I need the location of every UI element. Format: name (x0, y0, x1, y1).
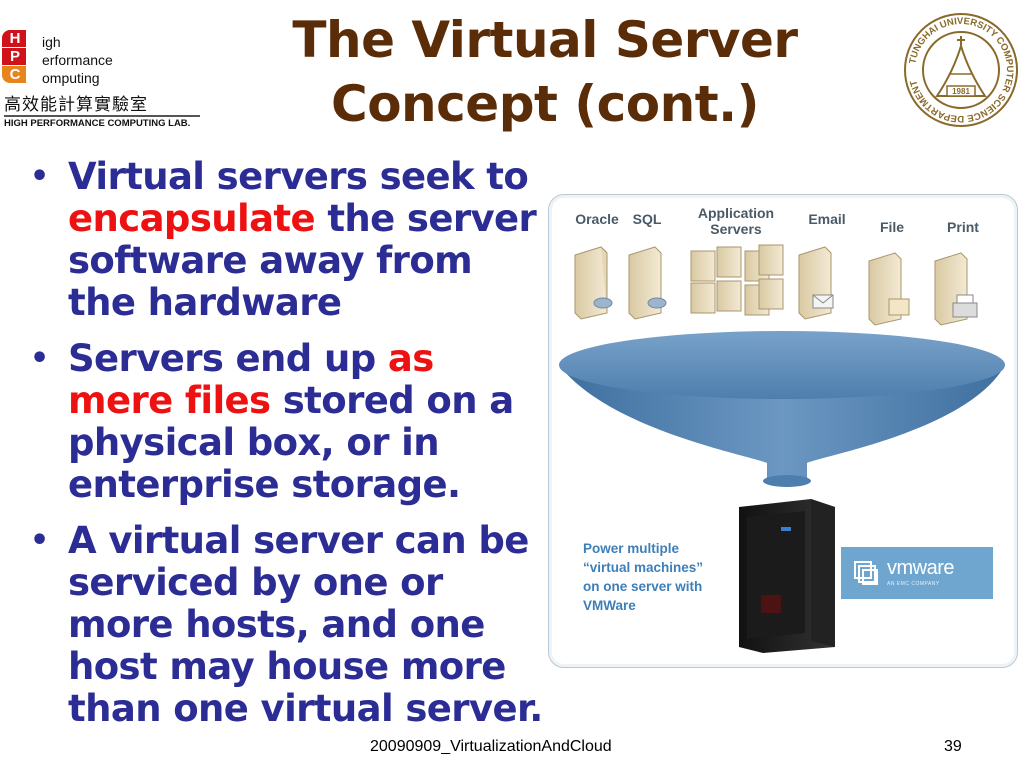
logo-word-high: igh (42, 34, 61, 50)
footer-deck-name: 20090909_VirtualizationAndCloud (370, 738, 612, 755)
vmware-tagline: AN EMC COMPANY (887, 581, 940, 587)
file-server-icon (868, 252, 910, 326)
virtualization-diagram: Oracle SQL Application Servers Email Fil… (548, 194, 1018, 668)
logo-letter-h: H (9, 30, 21, 47)
caption-line-4: VMWare (583, 598, 636, 613)
bullet-2-text-a: Servers end up (68, 337, 388, 380)
title-line-2: Concept (cont.) (331, 75, 759, 133)
sql-server-icon (628, 246, 667, 320)
bullet-3-text: A virtual server can be serviced by one … (68, 519, 543, 730)
bullet-2-text-b: stored on a physical box, or in enterpri… (68, 379, 514, 506)
logo-letter-c: C (9, 66, 21, 83)
caption-line-2: “virtual machines” (583, 560, 704, 575)
power-multiple-caption: Power multiple “virtual machines” on one… (583, 539, 743, 615)
slide-number: 39 (944, 738, 962, 755)
email-server-icon (798, 246, 834, 320)
server-label-file: File (879, 219, 905, 235)
hpc-logo-mark: H P C igh erformance omputing (2, 30, 113, 86)
bullet-item-hosts: • A virtual server can be serviced by on… (26, 520, 546, 730)
print-server-icon (934, 252, 978, 326)
server-label-print: Print (947, 219, 979, 235)
application-servers-icon (690, 244, 784, 316)
caption-line-1: Power multiple (583, 541, 680, 556)
university-seal-icon: TUNGHAI UNIVERSITY COMPUTER SCIENCE DEPA… (904, 13, 1018, 127)
bullet-1-text-b: the server software away from the hardwa… (68, 197, 537, 324)
funnel-icon (559, 331, 1005, 487)
logo-english-name: HIGH PERFORMANCE COMPUTING LAB. (4, 118, 191, 129)
caption-line-3: on one server with (583, 579, 703, 594)
oracle-server-icon (574, 246, 613, 320)
logo-letter-p: P (9, 48, 20, 65)
slide-title: The Virtual Server Concept (cont.) (240, 8, 850, 136)
server-label-oracle: Oracle (575, 211, 619, 227)
hpc-lab-logo: H P C igh erformance omputing 高效能計算實驗室 H… (2, 26, 202, 130)
server-label-application: Application Servers (697, 205, 775, 237)
server-label-sql: SQL (632, 211, 662, 227)
seal-year: 1981 (952, 87, 970, 96)
bullet-list: • Virtual servers seek to encapsulate th… (26, 156, 546, 744)
bullet-dot-icon: • (30, 341, 49, 376)
title-line-1: The Virtual Server (292, 11, 798, 69)
vmware-wordmark: vmware (887, 557, 955, 579)
bullet-2-highlight: as mere files (68, 337, 434, 422)
bullet-1-highlight: encapsulate (68, 197, 316, 240)
vmware-squares-icon (854, 561, 878, 585)
vmware-logo: vmware AN EMC COMPANY (841, 547, 993, 599)
bullet-dot-icon: • (30, 159, 49, 194)
diagram-graphics (559, 244, 1005, 653)
physical-server-icon (739, 499, 835, 653)
logo-chinese-name: 高效能計算實驗室 (4, 95, 148, 115)
logo-word-performance: erformance (42, 52, 113, 68)
bullet-item-files: • Servers end up as mere files stored on… (26, 338, 546, 506)
logo-word-computing: omputing (42, 70, 100, 86)
bullet-item-encapsulate: • Virtual servers seek to encapsulate th… (26, 156, 546, 324)
server-label-email: Email (808, 211, 846, 227)
bullet-dot-icon: • (30, 523, 49, 558)
bullet-1-text-a: Virtual servers seek to (68, 155, 529, 198)
logo-divider (4, 115, 200, 117)
